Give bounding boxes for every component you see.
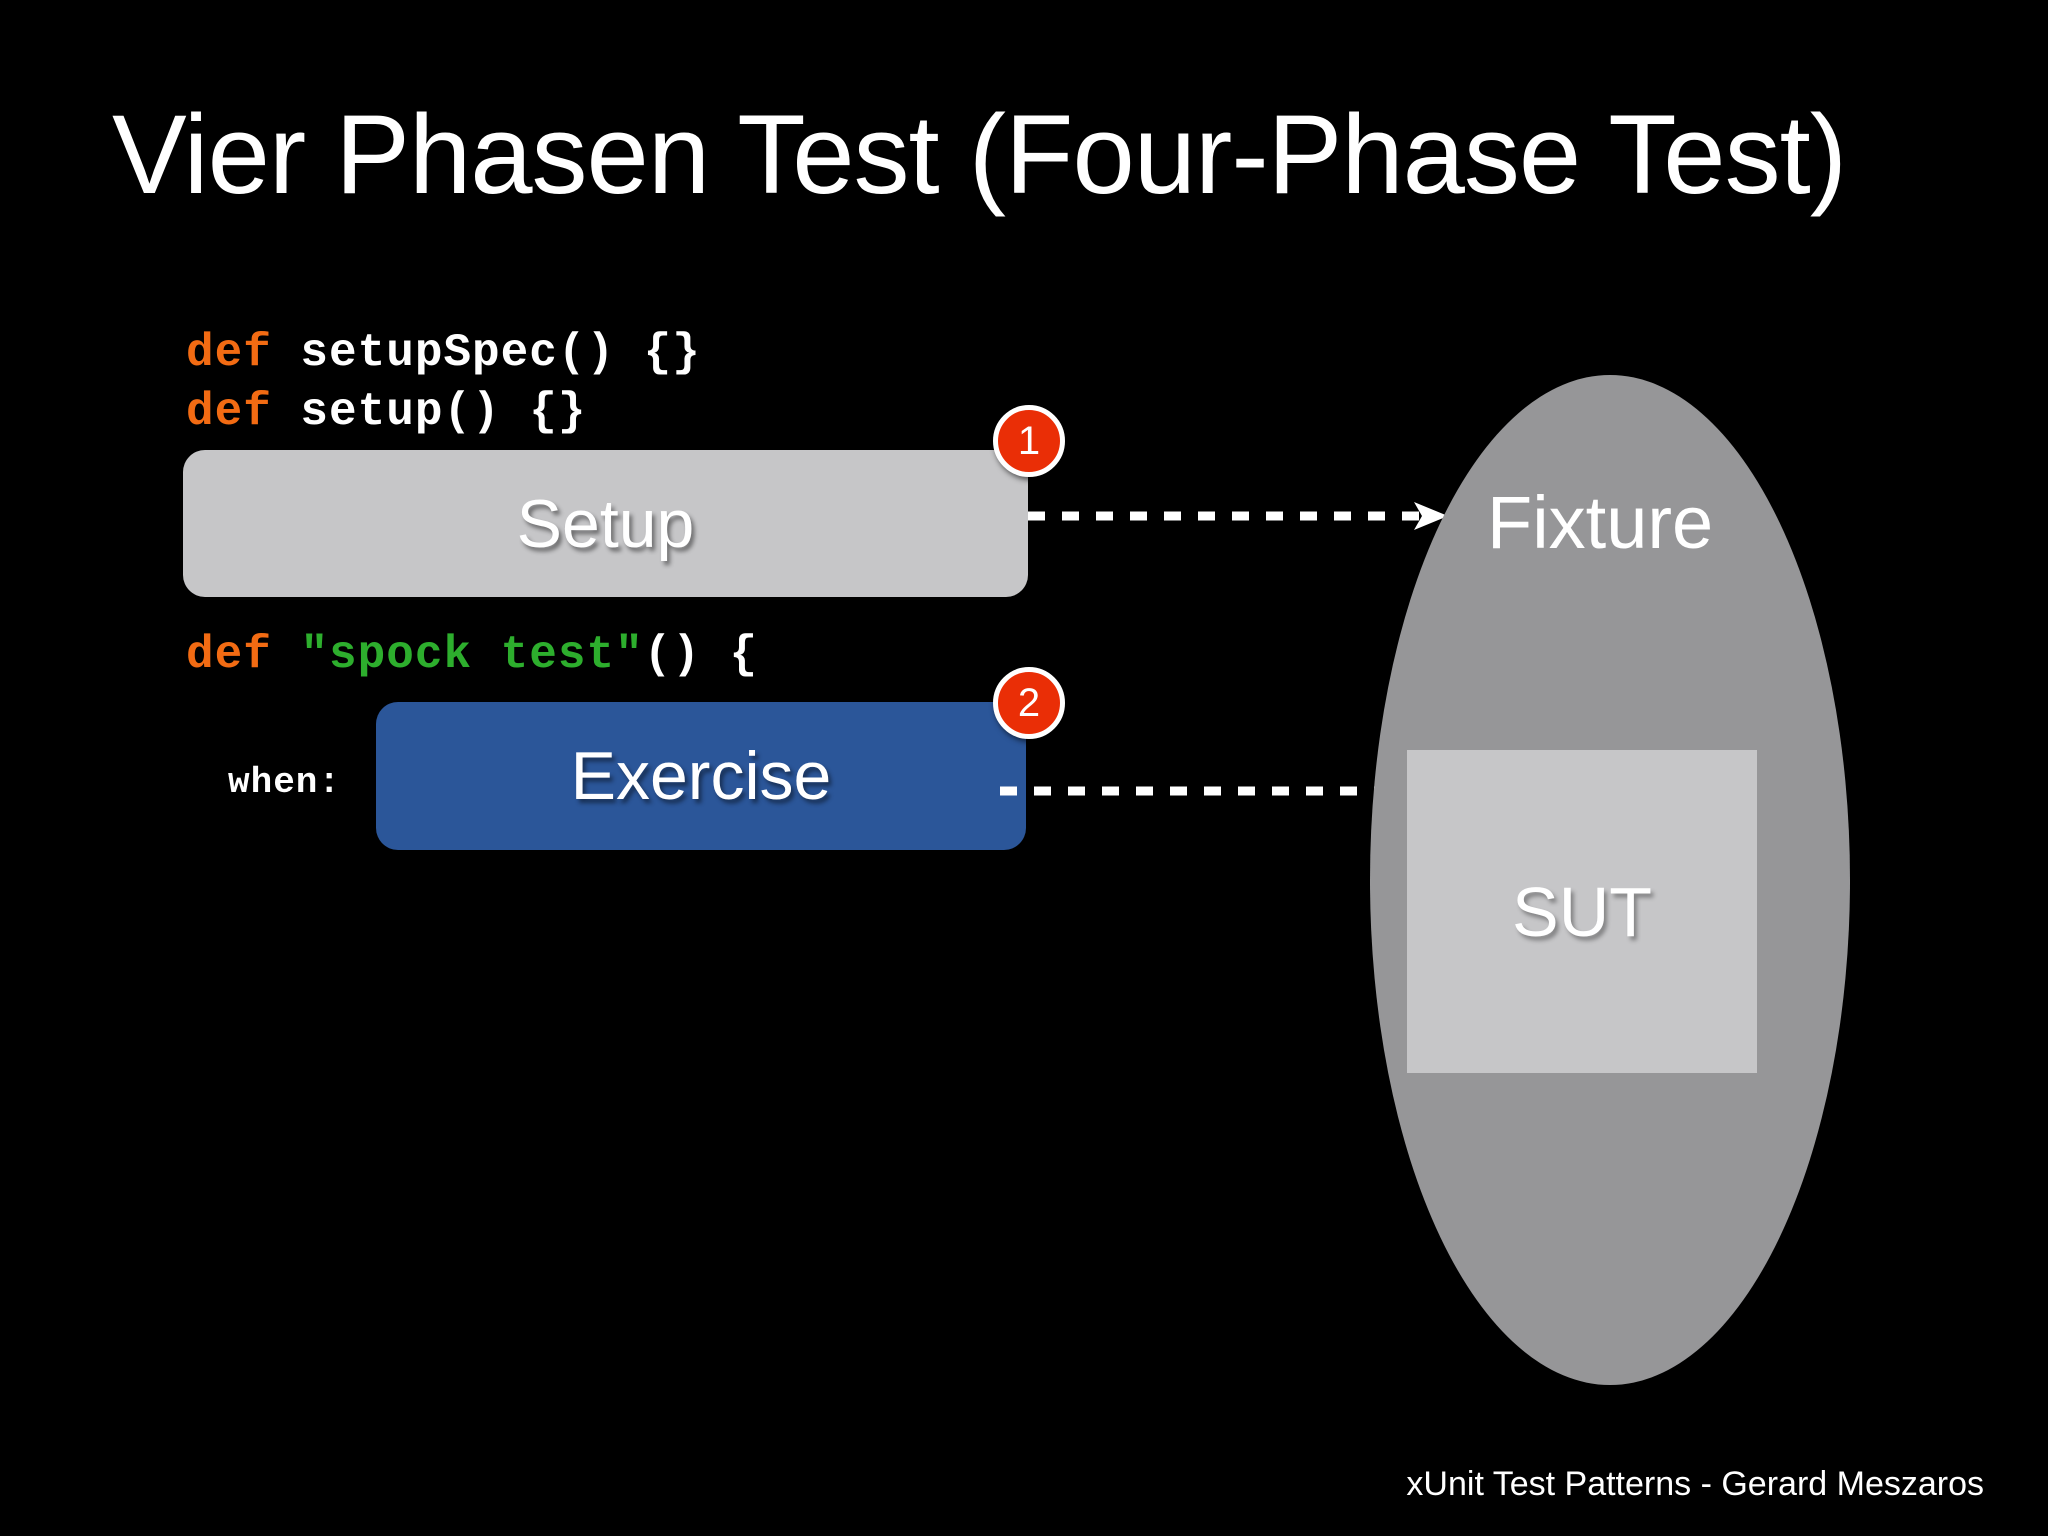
footer-credit: xUnit Test Patterns - Gerard Meszaros — [1406, 1465, 1984, 1503]
step-badge-2: 2 — [993, 667, 1065, 739]
code-line-setupspec: def setupSpec() {} — [186, 330, 701, 376]
code-string-literal: "spock test" — [300, 629, 644, 681]
phase-box-exercise[interactable]: Exercise — [376, 702, 1026, 850]
step-badge-1: 1 — [993, 405, 1065, 477]
code-text: () { — [643, 629, 759, 681]
sut-label: SUT — [1512, 872, 1652, 951]
code-line-spock-test: def "spock test"() { — [186, 632, 758, 678]
sut-box: SUT — [1407, 750, 1757, 1073]
phase-box-setup[interactable]: Setup — [183, 450, 1028, 597]
code-space — [272, 629, 301, 681]
page-title: Vier Phasen Test (Four-Phase Test) — [112, 92, 1847, 217]
code-text: setupSpec() {} — [271, 327, 701, 379]
phase-label-exercise: Exercise — [570, 738, 832, 814]
arrow-setup-to-fixture — [1028, 502, 1448, 530]
code-keyword-def: def — [186, 327, 272, 379]
fixture-label: Fixture — [1487, 481, 1714, 564]
code-keyword-def: def — [186, 386, 272, 438]
code-line-setup: def setup() {} — [186, 389, 586, 435]
phase-label-setup: Setup — [516, 485, 695, 562]
code-text: setup() {} — [271, 386, 587, 438]
code-keyword-def: def — [186, 629, 272, 681]
code-label-when: when: — [228, 762, 342, 803]
